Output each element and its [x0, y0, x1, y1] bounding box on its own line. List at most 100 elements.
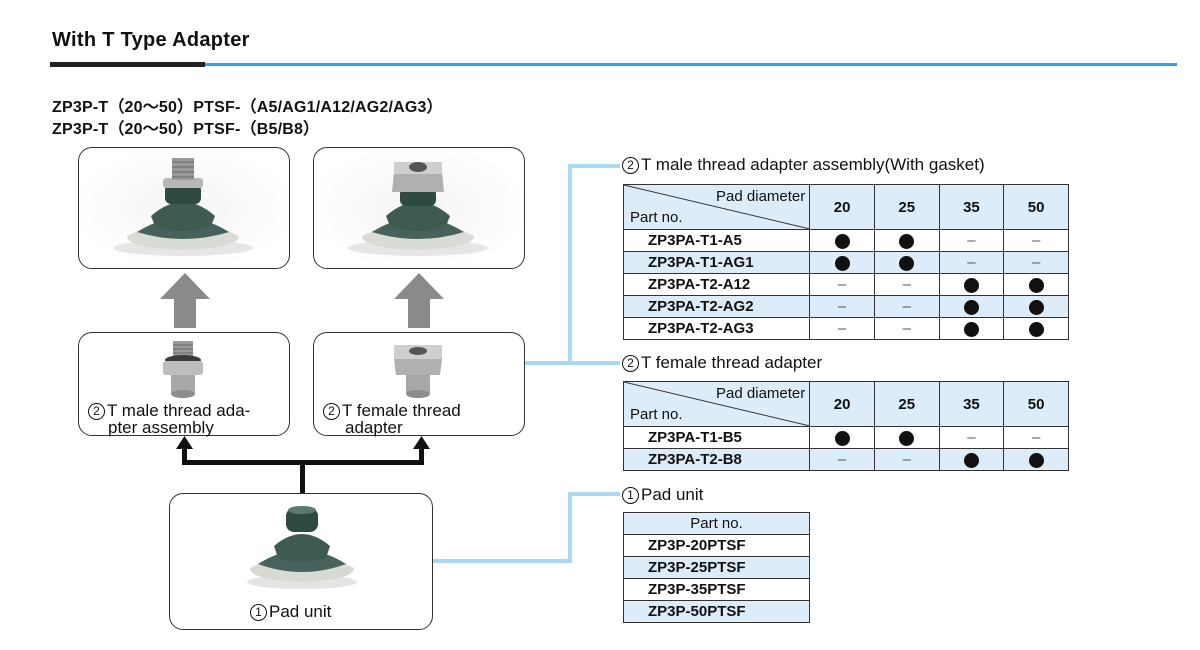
part-number-cell: ZP3PA-T1-A5	[622, 229, 811, 252]
female-pad-assembly-illustration	[348, 162, 488, 256]
model-line-1: ZP3P-T（20～50）PTSF-（A5/AG1/A12/AG2/AG3）	[52, 99, 443, 116]
table-row: ZP3PA-T2-A12––	[622, 273, 1069, 296]
connector-h-pad	[433, 559, 572, 563]
available-dot-icon	[1028, 452, 1044, 468]
availability-cell	[873, 229, 940, 252]
available-dot-icon	[899, 233, 915, 249]
diagonal-line	[624, 382, 810, 426]
female-adapter-table: Pad diameter Part no. 20 25 35 50 ZP3PA-…	[622, 381, 1069, 471]
part-number-cell: ZP3P-35PTSF	[623, 578, 810, 601]
availability-cell	[1003, 448, 1069, 471]
availability-cell	[938, 317, 1005, 340]
unavailable-dash: –	[967, 254, 976, 271]
male-assembly-image-box	[78, 147, 290, 269]
number-circle: 1	[250, 604, 267, 621]
availability-cell	[938, 448, 1005, 471]
col-header: 50	[1003, 184, 1069, 230]
availability-cell	[1003, 295, 1069, 318]
availability-cell: –	[938, 251, 1005, 274]
split-arrow	[176, 436, 430, 494]
table-row: ZP3PA-T2-B8––	[622, 448, 1069, 471]
model-line-2: ZP3P-T（20～50）PTSF-（B5/B8）	[52, 121, 320, 138]
number-circle: 1	[622, 487, 639, 504]
diag-bottom-label: Part no.	[630, 209, 683, 226]
connector-h-male-table	[568, 164, 620, 168]
unavailable-dash: –	[967, 429, 976, 446]
part-number-cell: ZP3PA-T2-AG3	[622, 317, 811, 340]
female-assembly-image-box	[313, 147, 525, 269]
unavailable-dash: –	[1031, 254, 1041, 271]
availability-cell: –	[873, 273, 940, 296]
table-row: ZP3PA-T1-AG1––	[622, 251, 1069, 274]
connector-h-pad-table	[568, 492, 620, 496]
availability-cell: –	[809, 317, 875, 340]
connector-h-adapters	[525, 361, 570, 365]
table-row: ZP3PA-T1-B5 – –	[622, 426, 1069, 449]
table-row: ZP3P-50PTSF	[623, 600, 810, 623]
title-rule-blue	[205, 63, 1177, 66]
availability-cell	[1003, 317, 1069, 340]
col-header: 20	[809, 184, 875, 230]
part-number-cell: ZP3PA-T2-B8	[622, 448, 811, 471]
col-header: 25	[873, 381, 940, 427]
female-adapter-caption-line-2: adapter	[345, 418, 403, 437]
up-arrow-male	[160, 273, 210, 328]
availability-cell: –	[809, 273, 875, 296]
table-row: ZP3PA-T2-AG2––	[622, 295, 1069, 318]
female-adapter-illustration	[394, 345, 442, 398]
availability-cell: –	[1003, 426, 1069, 449]
page-title: With T Type Adapter	[52, 29, 250, 51]
female-table-heading-text: T female thread adapter	[641, 353, 823, 372]
table-row: ZP3P-35PTSF	[623, 578, 810, 601]
unavailable-dash: –	[1031, 429, 1041, 446]
unavailable-dash: –	[902, 320, 911, 337]
col-header: 50	[1003, 381, 1069, 427]
part-number-cell: ZP3PA-T1-B5	[622, 426, 811, 449]
number-circle: 2	[622, 157, 639, 174]
diag-top-label: Pad diameter	[716, 385, 806, 402]
availability-cell: –	[938, 426, 1005, 449]
availability-cell	[873, 426, 940, 449]
female-adapter-caption-line-1: T female thread	[342, 401, 461, 420]
unavailable-dash: –	[837, 276, 847, 293]
availability-cell: –	[873, 317, 940, 340]
diagonal-line	[624, 185, 810, 229]
table-row: ZP3PA-T1-A5 – –	[622, 229, 1069, 252]
available-dot-icon	[834, 430, 850, 446]
availability-cell: –	[873, 295, 940, 318]
available-dot-icon	[963, 321, 979, 337]
availability-cell	[938, 273, 1005, 296]
male-adapter-table: Pad diameter Part no. 20 25 35 50 ZP3PA-…	[622, 184, 1069, 340]
availability-cell	[809, 229, 875, 252]
male-adapter-caption-line-1: T male thread ada-	[107, 401, 251, 420]
pad-table-heading-text: Pad unit	[641, 485, 704, 504]
available-dot-icon	[963, 452, 979, 468]
availability-cell: –	[809, 295, 875, 318]
availability-cell	[938, 295, 1005, 318]
diagonal-header: Pad diameter Part no.	[622, 381, 811, 427]
table-row: ZP3P-25PTSF	[623, 556, 810, 579]
number-circle: 2	[88, 403, 105, 420]
col-header: 25	[873, 184, 940, 230]
available-dot-icon	[899, 430, 915, 446]
diag-bottom-label: Part no.	[630, 406, 683, 423]
availability-cell	[1003, 273, 1069, 296]
unavailable-dash: –	[967, 232, 976, 249]
part-number-cell: ZP3P-50PTSF	[623, 600, 810, 623]
male-pad-assembly-illustration	[113, 158, 253, 256]
male-adapter-caption-line-2: pter assembly	[108, 418, 214, 437]
number-circle: 2	[622, 355, 639, 372]
available-dot-icon	[1028, 299, 1044, 315]
availability-cell: –	[1003, 251, 1069, 274]
title-rule-dark	[50, 62, 205, 67]
available-dot-icon	[1028, 277, 1044, 293]
table-row: ZP3P-20PTSF	[623, 534, 810, 557]
col-header: 20	[809, 381, 875, 427]
availability-cell: –	[1003, 229, 1069, 252]
